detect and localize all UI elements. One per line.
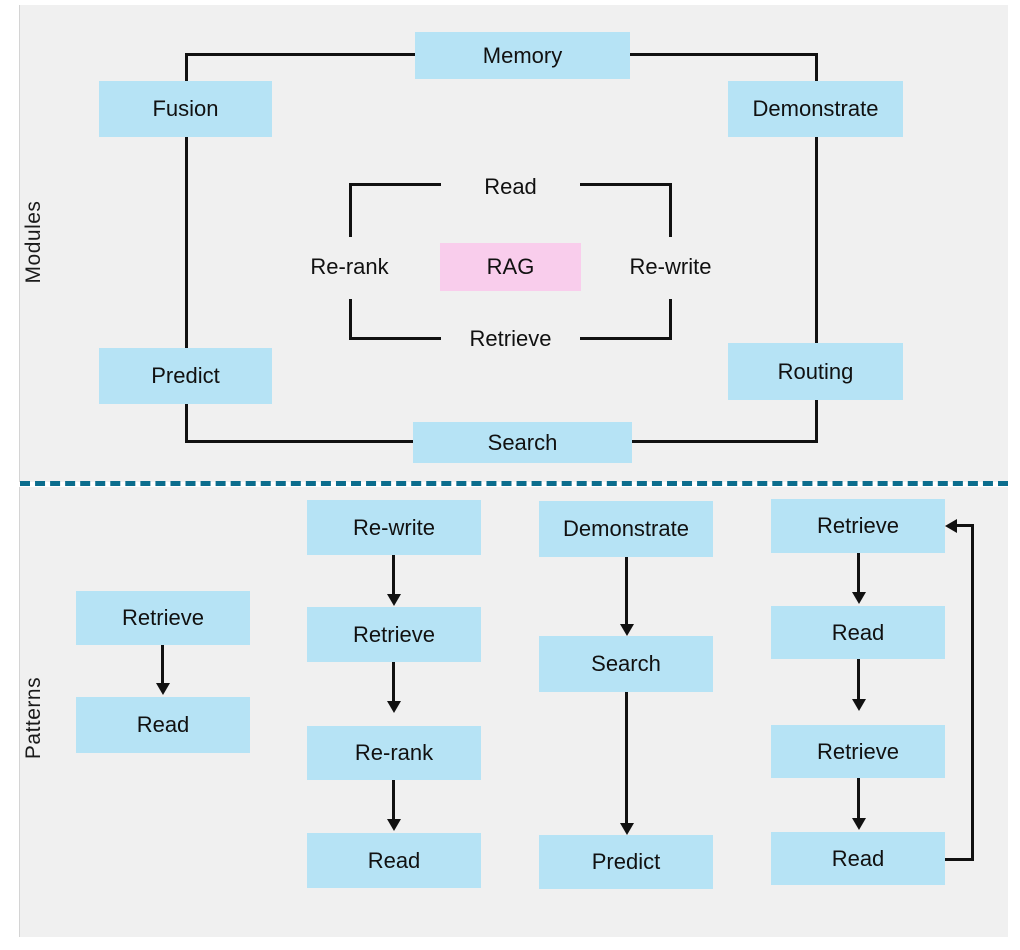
pattern-node-flow4-step3[interactable]: Retrieve bbox=[771, 725, 945, 778]
section-label-patterns: Patterns bbox=[22, 676, 45, 760]
pattern-arrow-line-flow3-1 bbox=[625, 557, 628, 625]
inner-connector-right-upper bbox=[669, 183, 672, 237]
pattern-arrow-line-flow2-3 bbox=[392, 780, 395, 820]
pattern-arrowhead-flow2-3 bbox=[387, 819, 401, 831]
pattern-node-flow3-step1[interactable]: Demonstrate bbox=[539, 501, 713, 557]
inner-connector-right-lower bbox=[669, 299, 672, 340]
pattern-arrowhead-flow3-1 bbox=[620, 624, 634, 636]
connector-memory-demonstrate-top bbox=[628, 53, 818, 56]
module-label-read: Read bbox=[484, 174, 537, 199]
pattern-node-flow4-step2[interactable]: Read bbox=[771, 606, 945, 659]
pattern-node-flow1-step1[interactable]: Retrieve bbox=[76, 591, 250, 645]
pattern-arrowhead-flow2-1 bbox=[387, 594, 401, 606]
pattern-arrow-line-flow4-3 bbox=[857, 778, 860, 819]
inner-connector-bottom-right bbox=[580, 337, 672, 340]
module-node-routing[interactable]: Routing bbox=[728, 343, 903, 400]
module-label-re-rank: Re-rank bbox=[310, 254, 389, 279]
module-label-retrieve: Retrieve bbox=[469, 326, 552, 351]
pattern-loop-bottom-segment bbox=[943, 858, 974, 861]
connector-fusion-memory-top bbox=[185, 53, 417, 56]
pattern-arrowhead-flow4-1 bbox=[852, 592, 866, 604]
pattern-loop-right-segment bbox=[971, 524, 974, 860]
module-node-predict[interactable]: Predict bbox=[99, 348, 272, 404]
module-label-re-write: Re-write bbox=[629, 254, 712, 279]
patterns-panel-edge bbox=[19, 487, 20, 937]
inner-connector-left-lower bbox=[349, 299, 352, 340]
inner-connector-left-upper bbox=[349, 183, 352, 237]
pattern-node-flow2-step1[interactable]: Re-write bbox=[307, 500, 481, 555]
inner-connector-top-left bbox=[349, 183, 441, 186]
module-node-demonstrate[interactable]: Demonstrate bbox=[728, 81, 903, 137]
connector-search-routing-bottom bbox=[628, 440, 818, 443]
connector-right-rail bbox=[815, 53, 818, 443]
pattern-arrowhead-flow2-2 bbox=[387, 701, 401, 713]
pattern-arrow-line-flow2-1 bbox=[392, 555, 395, 595]
inner-connector-bottom-left bbox=[349, 337, 441, 340]
module-node-search[interactable]: Search bbox=[413, 422, 632, 463]
module-node-rag[interactable]: RAG bbox=[440, 243, 581, 291]
pattern-node-flow2-step2[interactable]: Retrieve bbox=[307, 607, 481, 662]
pattern-arrow-line-flow4-1 bbox=[857, 553, 860, 593]
section-divider bbox=[20, 481, 1008, 486]
modules-panel-edge bbox=[19, 5, 20, 482]
connector-predict-search-bottom bbox=[185, 440, 417, 443]
pattern-arrowhead-flow4-2 bbox=[852, 699, 866, 711]
pattern-node-flow2-step3[interactable]: Re-rank bbox=[307, 726, 481, 780]
pattern-node-flow2-step4[interactable]: Read bbox=[307, 833, 481, 888]
pattern-arrowhead-flow3-2 bbox=[620, 823, 634, 835]
pattern-node-flow3-step3[interactable]: Predict bbox=[539, 835, 713, 889]
pattern-arrow-line-flow4-2 bbox=[857, 659, 860, 700]
pattern-arrow-line-flow1-1 bbox=[161, 645, 164, 684]
section-label-modules: Modules bbox=[22, 200, 45, 284]
pattern-arrow-line-flow3-2 bbox=[625, 692, 628, 824]
pattern-node-flow4-step4[interactable]: Read bbox=[771, 832, 945, 885]
pattern-arrow-line-flow2-2 bbox=[392, 662, 395, 702]
connector-left-rail bbox=[185, 53, 188, 443]
pattern-arrowhead-flow4-3 bbox=[852, 818, 866, 830]
pattern-node-flow1-step2[interactable]: Read bbox=[76, 697, 250, 753]
inner-connector-top-right bbox=[580, 183, 672, 186]
pattern-node-flow4-step1[interactable]: Retrieve bbox=[771, 499, 945, 553]
module-node-memory[interactable]: Memory bbox=[415, 32, 630, 79]
pattern-loop-arrowhead bbox=[945, 519, 957, 533]
module-node-fusion[interactable]: Fusion bbox=[99, 81, 272, 137]
pattern-node-flow3-step2[interactable]: Search bbox=[539, 636, 713, 692]
pattern-arrowhead-flow1-1 bbox=[156, 683, 170, 695]
pattern-loop-top-segment bbox=[957, 524, 973, 527]
